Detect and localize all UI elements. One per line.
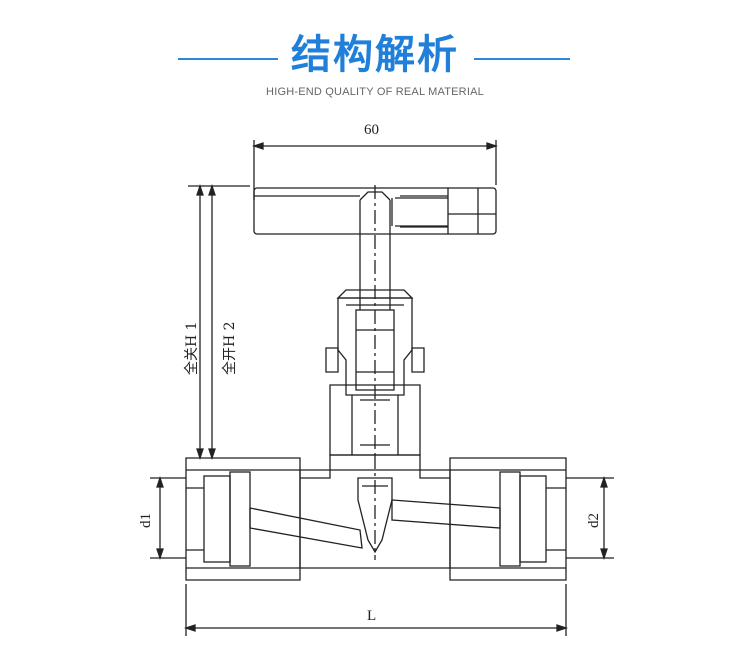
dim-height-lines [188, 183, 250, 461]
title-line-left [178, 58, 278, 60]
dim-d1-lines [150, 475, 186, 561]
dim-d1-label: d1 [138, 513, 154, 528]
dim-60-label: 60 [364, 122, 379, 138]
title-line-right [474, 58, 570, 60]
dim-d2-lines [566, 475, 614, 561]
valve-stem [359, 185, 391, 455]
dim-l-lines [183, 584, 569, 636]
page-title: 结构解析 [291, 32, 459, 78]
label-full-close-h1: 全关H 1 [183, 321, 200, 375]
dim-d2-label: d2 [586, 513, 602, 528]
dim-l-label: L [367, 608, 376, 624]
page-subtitle: HIGH-END QUALITY OF REAL MATERIAL [266, 86, 484, 98]
valve-body [185, 454, 567, 581]
label-full-open-h2: 全开H 2 [221, 321, 238, 375]
bonnet [325, 289, 425, 456]
